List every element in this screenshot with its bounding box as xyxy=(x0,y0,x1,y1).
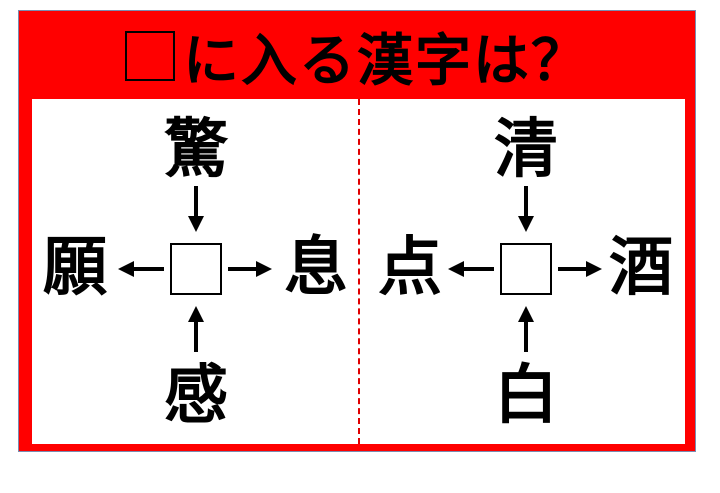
title-text: に入る漢字は？ xyxy=(183,28,589,94)
kanji-top-2: 清 xyxy=(494,113,558,187)
page-title: に入る漢字は？ xyxy=(19,16,695,96)
kanji-right-2: 酒 xyxy=(609,231,673,305)
blank-box-icon xyxy=(125,31,175,81)
kanji-bottom-1: 感 xyxy=(164,359,228,433)
answer-box-1[interactable] xyxy=(170,243,222,295)
answer-box-2[interactable] xyxy=(500,243,552,295)
kanji-left-1: 願 xyxy=(43,231,107,305)
kanji-left-2: 点 xyxy=(378,231,442,305)
kanji-bottom-2: 白 xyxy=(494,359,558,433)
kanji-right-1: 息 xyxy=(284,231,348,305)
kanji-top-1: 驚 xyxy=(164,113,228,187)
dashed-divider xyxy=(358,99,360,444)
